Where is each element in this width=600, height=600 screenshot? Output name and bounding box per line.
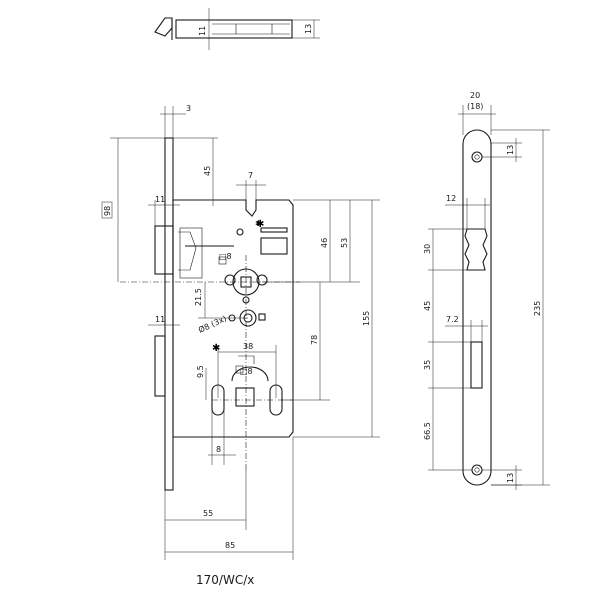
side-dim-top-hole: 13 [506,145,515,155]
model-label: 170/WC/x [196,573,254,587]
dim-7: 7 [248,171,253,180]
front-view-lock-body: ✱ [120,137,300,491]
dim-155: 155 [362,311,371,326]
dim-55: 55 [203,509,213,518]
dim-21-5: 21.5 [194,288,203,306]
side-view-faceplate [462,129,492,486]
svg-text:✱: ✱ [255,219,262,228]
screw-icon-lower: ✱ [212,343,220,354]
screw-icon-upper: ✱ [256,219,264,230]
dim-bolt-projection: 11 [155,315,165,324]
side-dim-width: 20 [470,91,480,100]
side-dim-width-alt: (18) [467,102,483,111]
side-dim-66-5: 66.5 [423,422,432,440]
side-dim-235: 235 [533,301,542,316]
top-view-dim-latch-width: 11 [198,26,207,36]
side-dim-30: 30 [423,244,432,254]
dim-46: 46 [320,238,329,248]
side-view-dimensions [428,105,550,490]
front-view-dimensions [101,106,380,560]
dim-38: 38 [243,342,253,351]
side-dim-12: 12 [446,194,456,203]
dim-98: 98 [103,206,112,216]
dim-square-8b: □8 [240,367,253,376]
dim-faceplate-thickness: 3 [186,104,191,113]
dim-8: 8 [216,445,221,454]
side-dim-bottom-hole: 13 [506,473,515,483]
dim-53: 53 [340,238,349,248]
dim-85: 85 [225,541,235,550]
dim-latch-projection: 11 [155,195,165,204]
side-dim-7-2: 7.2 [446,315,459,324]
side-dim-35: 35 [423,360,432,370]
dim-78: 78 [310,335,319,345]
side-dim-45: 45 [423,301,432,311]
top-view-dim-depth: 13 [304,24,313,34]
dim-square-8: □8 [219,252,232,261]
dim-9-5: 9.5 [196,365,205,378]
dim-holes: Ø8 (3x) [197,313,228,335]
dim-top-to-latch: 45 [203,166,212,176]
top-view-latch: 11 13 [154,8,320,50]
